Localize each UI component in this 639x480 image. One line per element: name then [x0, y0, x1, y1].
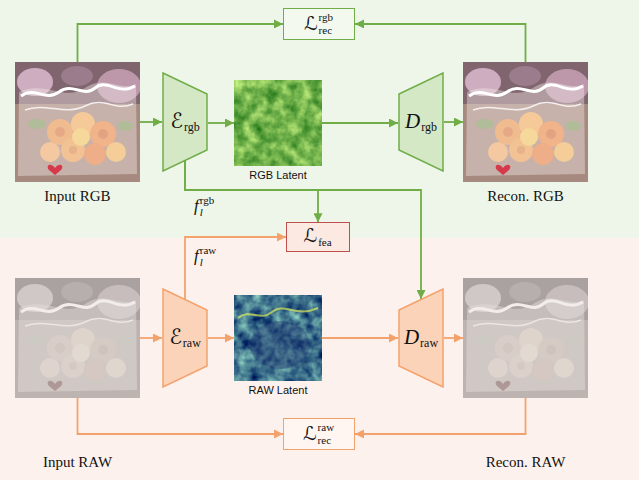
flow-arrow: [185, 237, 286, 299]
recon-rgb-photo: [463, 62, 589, 182]
latent-panel: RAW Latent: [234, 295, 322, 381]
rgb-latent-map: [234, 80, 322, 166]
trapezoid-outline: [163, 289, 207, 387]
block-symbol: D: [405, 109, 420, 133]
loss-symbol: ℒ: [303, 225, 317, 247]
trapezoid-outline: [399, 289, 443, 387]
loss-box: ℒfea: [286, 222, 350, 252]
trapezoid-outline: [398, 72, 444, 172]
flow-arrow: [185, 161, 318, 222]
subscript: fea: [318, 236, 331, 249]
flow-arrow: [355, 24, 526, 62]
flow-arrow: [208, 122, 234, 124]
subscript: rgb: [184, 121, 200, 135]
block-symbol: ℰ: [170, 109, 183, 133]
input-raw-photo: [15, 278, 141, 398]
superscript: rgb: [200, 194, 214, 207]
superscript: rgb: [319, 11, 333, 24]
flow-arrow: [355, 398, 526, 434]
flow-arrow: [322, 337, 398, 339]
loss-label: ℒrecraw: [303, 421, 334, 447]
loss-box: ℒrecrgb: [283, 8, 355, 40]
loss-box: ℒrecraw: [283, 418, 355, 450]
superscript: raw: [200, 244, 217, 257]
subscript: rgb: [421, 121, 437, 135]
loss-label: ℒrecrgb: [304, 11, 333, 37]
raw-band: [0, 238, 639, 480]
image-panel: Recon. RAW: [463, 278, 588, 398]
subscript: raw: [420, 337, 438, 351]
raw-latent-map: [234, 295, 322, 381]
feature-label: flrgb: [194, 194, 214, 218]
image-caption: Recon. RGB: [487, 188, 564, 205]
loss-symbol: ℒ: [304, 13, 318, 35]
latent-panel: RGB Latent: [234, 80, 322, 166]
decoder-block: Drgb: [398, 72, 444, 172]
feature-symbol: f: [194, 196, 199, 216]
flow-arrow: [208, 337, 234, 339]
latent-shape: [250, 321, 310, 369]
flow-arrow: [78, 398, 284, 434]
loss-symbol: ℒ: [303, 423, 317, 445]
image-caption: Input RAW: [43, 454, 112, 471]
image-panel: Recon. RGB: [463, 62, 588, 182]
subscript: raw: [183, 337, 201, 351]
latent-caption: RGB Latent: [249, 169, 306, 182]
input-rgb-photo: [15, 62, 141, 182]
block-symbol: ℰ: [169, 325, 182, 349]
subscript: rec: [319, 24, 332, 37]
block-label: Drgb: [405, 109, 437, 135]
feature-symbol: f: [194, 246, 199, 266]
image-caption: Recon. RAW: [486, 454, 566, 471]
block-label: Draw: [404, 325, 438, 351]
trapezoid-outline: [399, 73, 443, 171]
flow-arrow: [322, 122, 398, 124]
subscript: l: [200, 256, 203, 269]
flow-arrow: [444, 337, 463, 339]
image-panel: Input RGB: [15, 62, 140, 182]
block-symbol: D: [404, 325, 419, 349]
latent-caption: RAW Latent: [249, 384, 308, 397]
rgb-band: [0, 0, 639, 238]
loss-label: ℒfea: [303, 225, 331, 249]
block-label: ℰrgb: [170, 109, 200, 135]
subscript: rec: [318, 434, 331, 447]
flow-arrow: [444, 121, 463, 123]
recon-raw-photo: [463, 278, 589, 398]
encoder-block: ℰraw: [162, 288, 208, 388]
flow-arrow: [140, 121, 162, 123]
flow-arrow: [185, 161, 421, 299]
trapezoid-outline: [163, 73, 207, 171]
feature-label: flraw: [194, 244, 216, 268]
block-label: ℰraw: [169, 325, 201, 351]
image-panel: Input RAW: [15, 278, 140, 398]
flow-arrow: [78, 24, 284, 62]
subscript: l: [200, 206, 203, 219]
flow-arrow: [140, 337, 162, 339]
decoder-block: Draw: [398, 288, 444, 388]
encoder-block: ℰrgb: [162, 72, 208, 172]
latent-shape: [238, 308, 318, 318]
image-caption: Input RGB: [44, 188, 110, 205]
superscript: raw: [318, 421, 335, 434]
